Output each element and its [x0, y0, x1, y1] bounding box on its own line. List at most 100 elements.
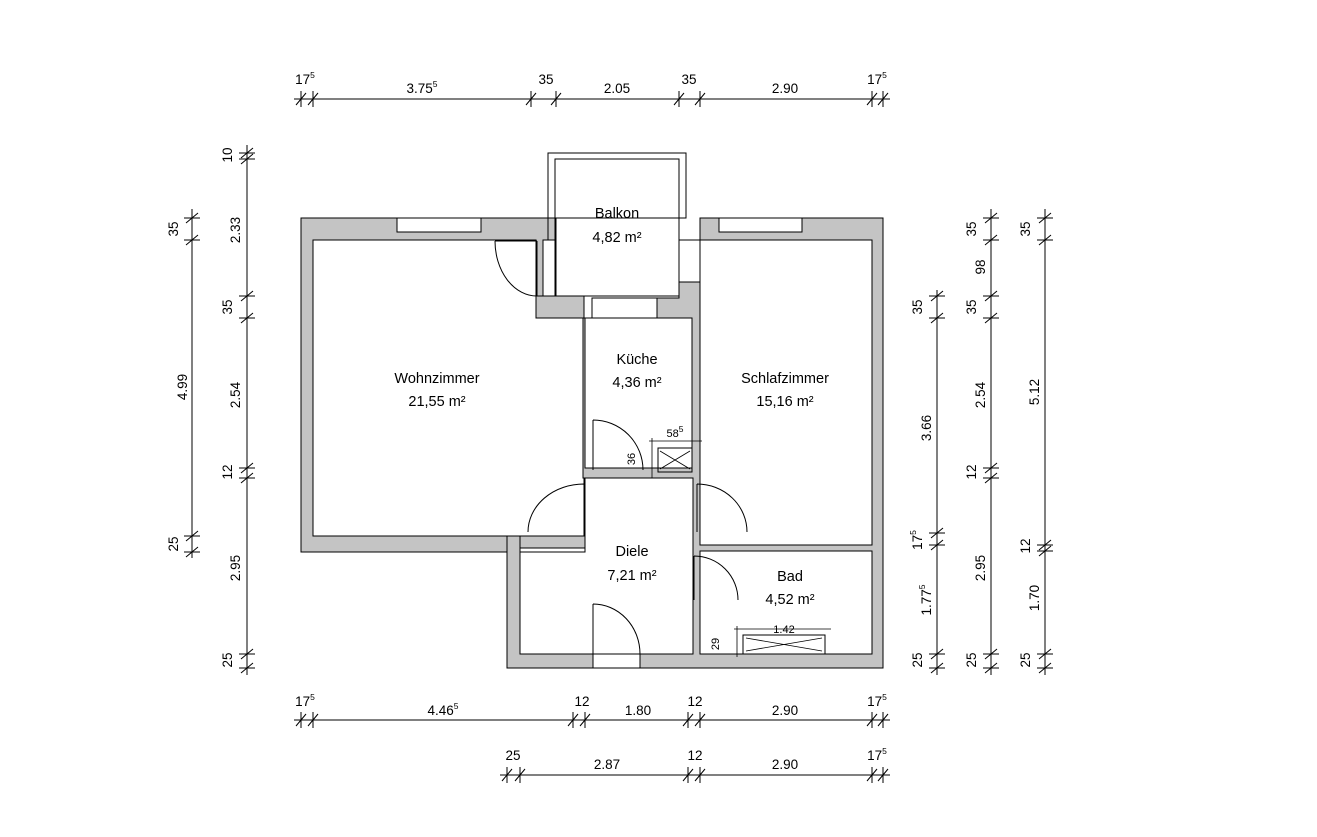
dim-left-outer-2: 4.99 [175, 374, 190, 400]
dim-bottom1-3: 12 [574, 694, 589, 709]
dim-left-inner-4: 2.54 [228, 381, 243, 408]
room-name-schlafzimmer: Schlafzimmer [741, 371, 829, 387]
dimension-tick [579, 712, 591, 728]
dim-left-inner-2: 2.33 [228, 217, 243, 243]
dimension-tick [501, 767, 513, 783]
dim-bottom1-4: 1.80 [625, 703, 651, 718]
dim-bad-shaft-height: 29 [710, 638, 722, 650]
dimension-tick [295, 91, 307, 107]
room-area-diele: 7,21 m² [607, 568, 656, 584]
dim-bottom2-5: 175 [867, 746, 887, 763]
dim-top-5: 35 [681, 72, 696, 87]
dimension-tick [929, 527, 945, 539]
dim-right1-1: 35 [910, 299, 925, 314]
dimension-tick [1037, 212, 1053, 224]
dim-bad-shaft-width: 1.42 [773, 624, 794, 636]
dimension-tick [184, 234, 200, 246]
dimension-tick [929, 539, 945, 551]
dimension-tick [983, 472, 999, 484]
dim-bottom1-5: 12 [687, 694, 702, 709]
dimension-tick [184, 530, 200, 542]
dimension-tick [1037, 234, 1053, 246]
dim-left-inner-3: 35 [220, 299, 235, 314]
dim-right3-4: 1.70 [1027, 585, 1042, 611]
dim-left-inner-5: 12 [220, 464, 235, 479]
room-name-kueche: Küche [616, 352, 657, 368]
dim-right2-3: 35 [964, 299, 979, 314]
dimension-tick [929, 312, 945, 324]
dimension-tick [694, 91, 706, 107]
dim-bottom2-4: 2.90 [772, 757, 798, 772]
dim-right2-2: 98 [973, 259, 988, 274]
dim-right3-3: 12 [1018, 538, 1033, 553]
dimension-tick [239, 472, 255, 484]
doors [494, 240, 748, 655]
dimension-tick [673, 91, 685, 107]
dimension-tick [239, 662, 255, 674]
dimension-tick [525, 91, 537, 107]
dim-right2-7: 25 [964, 652, 979, 667]
dimension-tick [983, 212, 999, 224]
dim-top-2: 3.755 [406, 79, 437, 96]
dim-bottom1-2: 4.465 [427, 701, 458, 718]
dim-left-inner-6: 2.95 [228, 555, 243, 581]
room-labels: Balkon 4,82 m² Küche 4,36 m² Wohnzimmer … [394, 206, 829, 608]
shafts [657, 447, 826, 655]
dim-right1-5: 25 [910, 652, 925, 667]
dim-right3-2: 5.12 [1027, 379, 1042, 405]
dimension-tick [514, 767, 526, 783]
dimension-tick [983, 290, 999, 302]
dim-right1-2: 3.66 [919, 415, 934, 441]
dimension-tick [239, 147, 255, 159]
dim-left-inner-1: 10 [220, 147, 235, 162]
dimension-tick [567, 712, 579, 728]
dim-top-1: 175 [295, 70, 315, 87]
dim-right3-5: 25 [1018, 652, 1033, 667]
dimension-tick [983, 234, 999, 246]
room-area-bad: 4,52 m² [765, 592, 814, 608]
dimension-tick [682, 712, 694, 728]
room-area-balkon: 4,82 m² [592, 230, 641, 246]
dim-bottom2-2: 2.87 [594, 757, 620, 772]
dimension-tick [877, 712, 889, 728]
dimension-tick [983, 662, 999, 674]
dimension-tick [239, 153, 255, 165]
dimension-ticks [184, 91, 1053, 783]
dim-right2-6: 2.95 [973, 555, 988, 581]
dimension-tick [694, 712, 706, 728]
dim-right2-4: 2.54 [973, 381, 988, 408]
dim-bottom1-1: 175 [295, 692, 315, 709]
dimension-tick [307, 91, 319, 107]
dimension-tick [866, 91, 878, 107]
dimension-tick [983, 312, 999, 324]
dim-right2-5: 12 [964, 464, 979, 479]
dimension-tick [682, 767, 694, 783]
dimension-tick [929, 290, 945, 302]
dim-right1-4: 1.775 [917, 584, 934, 615]
room-area-schlafzimmer: 15,16 m² [756, 394, 813, 410]
dimension-tick [694, 767, 706, 783]
dimension-tick [1037, 648, 1053, 660]
dim-shaft-width: 585 [667, 424, 684, 440]
room-name-diele: Diele [615, 544, 648, 560]
dimension-tick [877, 767, 889, 783]
dimension-tick [983, 648, 999, 660]
dim-right1-3: 175 [908, 530, 925, 550]
dimension-tick [929, 648, 945, 660]
dimension-tick [184, 546, 200, 558]
room-area-kueche: 4,36 m² [612, 375, 661, 391]
dimension-texts: 175 3.755 35 2.05 35 2.90 175 175 4.465 … [166, 70, 1042, 772]
dimension-tick [1037, 662, 1053, 674]
windows [396, 217, 803, 669]
dimension-tick [239, 290, 255, 302]
dimension-tick [983, 462, 999, 474]
dim-top-4: 2.05 [604, 81, 630, 96]
dimension-tick [239, 648, 255, 660]
dimension-tick [929, 662, 945, 674]
dimension-tick [295, 712, 307, 728]
dimension-tick [239, 312, 255, 324]
dim-bottom1-6: 2.90 [772, 703, 798, 718]
dimension-tick [1037, 539, 1053, 551]
dimension-tick [877, 91, 889, 107]
